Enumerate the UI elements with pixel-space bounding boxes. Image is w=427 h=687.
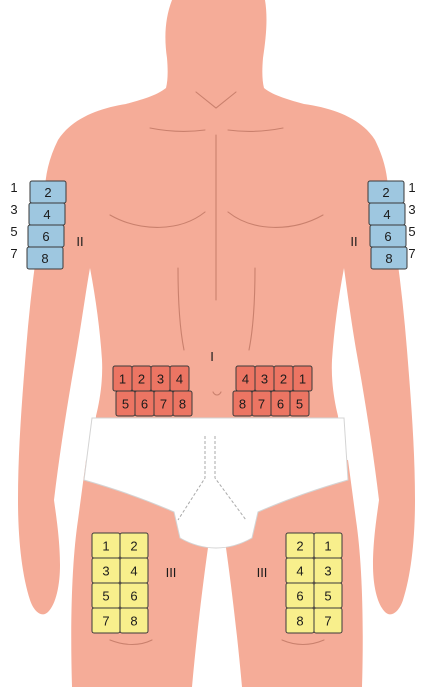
site-number: 6	[384, 229, 391, 244]
site-number: 1	[102, 539, 109, 554]
zone-upper-arm-right: 2 4 6 8 1 3 5 7	[368, 180, 416, 269]
site-number: 3	[324, 564, 331, 579]
site-number: 4	[43, 207, 50, 222]
site-number: 7	[258, 397, 265, 412]
site-number: 7	[160, 397, 167, 412]
site-number: 2	[296, 539, 303, 554]
site-number: 8	[179, 397, 186, 412]
site-number: 4	[242, 372, 249, 387]
site-number: 2	[138, 372, 145, 387]
site-number: 8	[130, 614, 137, 629]
site-side-number: 7	[10, 246, 17, 261]
zone-label-arm-left: II	[76, 234, 83, 249]
site-side-number: 5	[10, 224, 17, 239]
site-number: 6	[296, 589, 303, 604]
site-number: 2	[130, 539, 137, 554]
site-number: 7	[102, 614, 109, 629]
site-number: 1	[299, 372, 306, 387]
site-number: 1	[324, 539, 331, 554]
site-number: 2	[382, 185, 389, 200]
site-number: 8	[41, 251, 48, 266]
site-number: 5	[122, 397, 129, 412]
zone-label-thigh-right: III	[257, 565, 268, 580]
site-number: 6	[277, 397, 284, 412]
site-number: 8	[385, 251, 392, 266]
site-number: 3	[102, 564, 109, 579]
site-side-number: 3	[10, 202, 17, 217]
site-number: 2	[44, 185, 51, 200]
site-number: 7	[324, 614, 331, 629]
site-number: 3	[157, 372, 164, 387]
zone-label-abdomen: I	[210, 349, 214, 364]
site-side-number: 1	[408, 180, 415, 195]
zone-label-thigh-left: III	[166, 565, 177, 580]
site-number: 6	[141, 397, 148, 412]
site-number: 4	[296, 564, 303, 579]
site-number: 1	[119, 372, 126, 387]
site-number: 5	[102, 589, 109, 604]
site-side-number: 1	[10, 180, 17, 195]
zone-label-arm-right: II	[350, 234, 357, 249]
site-number: 8	[239, 397, 246, 412]
site-number: 6	[42, 229, 49, 244]
site-number: 5	[324, 589, 331, 604]
site-number: 4	[130, 564, 137, 579]
site-number: 2	[280, 372, 287, 387]
site-side-number: 5	[408, 224, 415, 239]
site-number: 3	[261, 372, 268, 387]
site-number: 6	[130, 589, 137, 604]
site-number: 5	[296, 397, 303, 412]
site-side-number: 7	[408, 246, 415, 261]
head	[126, 0, 304, 120]
human-body	[18, 0, 415, 687]
site-number: 8	[296, 614, 303, 629]
site-number: 4	[383, 207, 390, 222]
site-number: 4	[176, 372, 183, 387]
zone-upper-arm-left: 2 4 6 8 1 3 5 7	[10, 180, 66, 269]
site-side-number: 3	[408, 202, 415, 217]
